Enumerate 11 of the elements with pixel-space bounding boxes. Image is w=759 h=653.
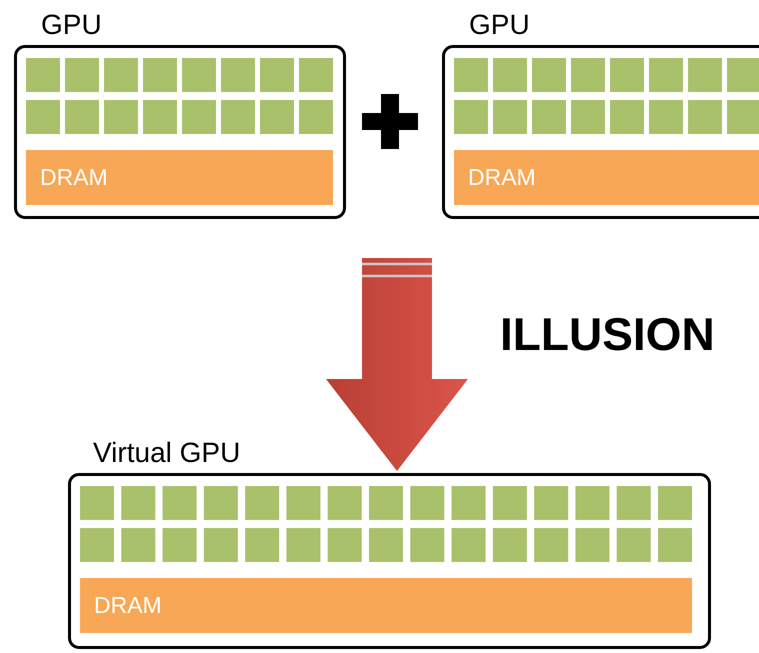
block-arrow bbox=[326, 258, 468, 471]
dram-bar bbox=[80, 578, 692, 633]
dram-bar bbox=[26, 150, 333, 205]
caption-text: ILLUSION bbox=[500, 307, 715, 362]
gpu-heading: GPU bbox=[41, 8, 102, 42]
gpu-heading: GPU bbox=[469, 8, 530, 42]
gpu-heading: Virtual GPU bbox=[93, 436, 240, 470]
dram-label: DRAM bbox=[468, 164, 536, 191]
dram-bar bbox=[454, 150, 759, 205]
dram-label: DRAM bbox=[40, 164, 108, 191]
dram-label: DRAM bbox=[94, 592, 162, 619]
